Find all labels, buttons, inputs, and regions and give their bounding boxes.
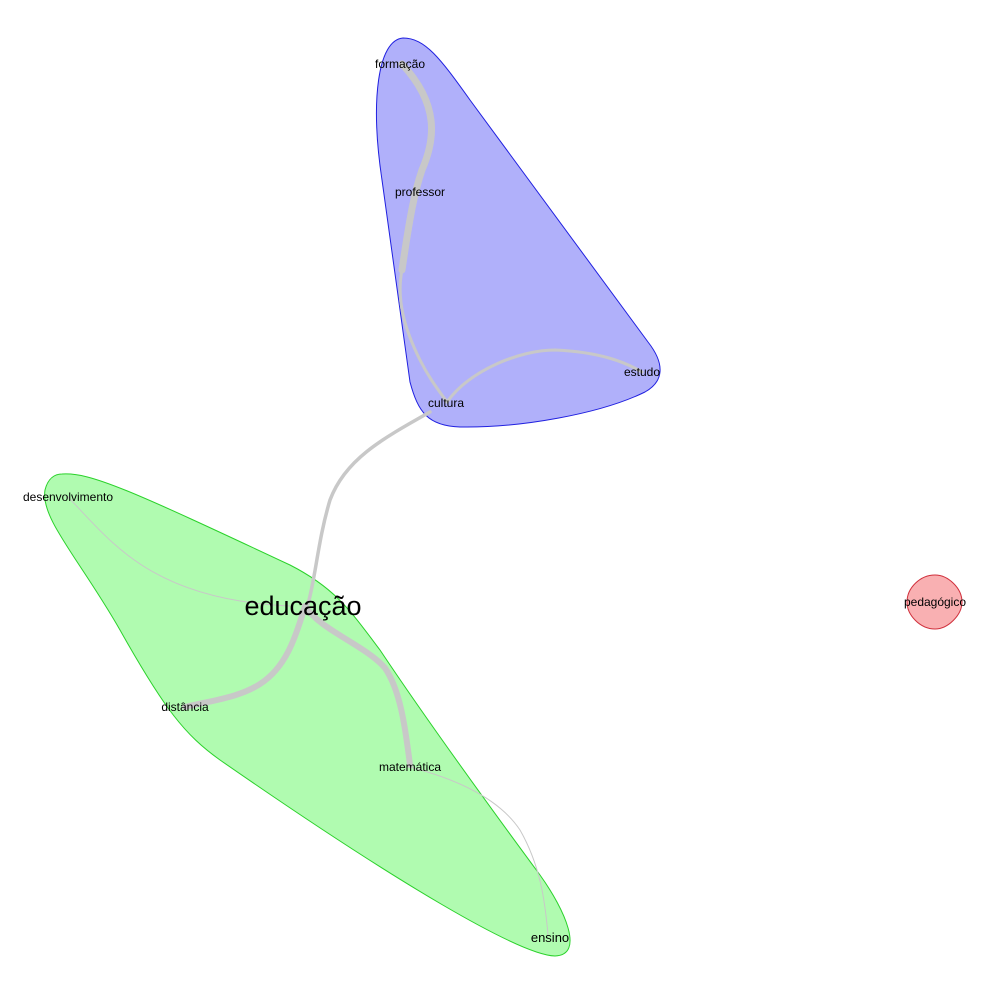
cluster-hull-red xyxy=(906,574,963,630)
edge-layer xyxy=(67,60,644,936)
node-label-professor[interactable]: professor xyxy=(395,185,445,199)
edge-professor-cultura xyxy=(398,268,449,404)
node-label-desenvolvimento[interactable]: desenvolvimento xyxy=(23,490,113,504)
edge-educacao-distancia xyxy=(182,603,308,710)
node-label-educacao[interactable]: educação xyxy=(244,591,361,621)
edge-formacao-professor xyxy=(398,60,436,274)
node-label-cultura[interactable]: cultura xyxy=(428,396,464,410)
cluster-hull-green xyxy=(44,473,571,957)
node-label-formacao[interactable]: formação xyxy=(375,57,425,71)
node-label-ensino[interactable]: ensino xyxy=(531,930,569,945)
edge-cultura-educacao xyxy=(306,410,432,606)
edge-cultura-estudo xyxy=(445,348,644,404)
node-label-matematica[interactable]: matemática xyxy=(379,760,441,774)
cluster-hull-blue xyxy=(376,37,661,428)
node-label-estudo[interactable]: estudo xyxy=(624,365,660,379)
node-label-distancia[interactable]: distância xyxy=(161,700,209,714)
edge-educacao-matematica xyxy=(302,603,413,768)
node-label-pedagogico[interactable]: pedagógico xyxy=(904,595,966,609)
edge-matematica-ensino xyxy=(409,766,549,936)
label-layer: formação professor estudo cultura desenv… xyxy=(23,57,966,945)
edge-desenvolvimento-educacao xyxy=(67,496,291,607)
